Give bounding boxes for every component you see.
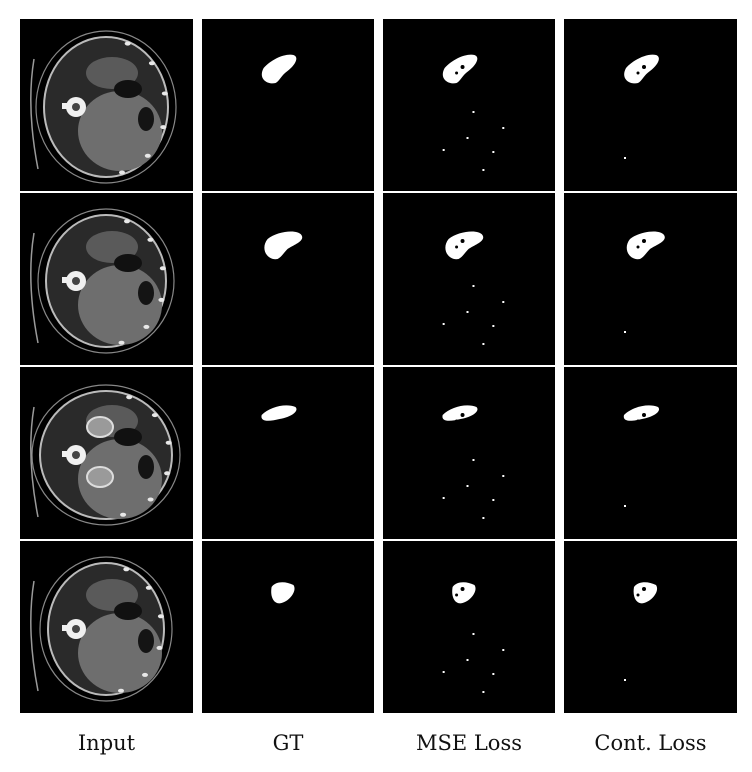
ct-scan-image <box>20 541 193 713</box>
segmentation-mask-image <box>564 19 737 191</box>
segmentation-mask-image <box>564 193 737 365</box>
segmentation-mask-image <box>383 541 555 713</box>
cell-r1-gt <box>202 19 374 191</box>
segmentation-mask-image <box>202 193 374 365</box>
cell-r3-cont <box>564 367 737 539</box>
cell-r2-input <box>20 193 193 365</box>
segmentation-mask-image <box>383 193 555 365</box>
cell-r1-mse <box>383 19 555 191</box>
cell-r3-mse <box>383 367 555 539</box>
segmentation-mask-image <box>383 367 555 539</box>
column-label-mse: MSE Loss <box>415 731 523 755</box>
cell-r4-input <box>20 541 193 713</box>
segmentation-mask-image <box>202 19 374 191</box>
segmentation-mask-image <box>564 367 737 539</box>
cell-r1-cont <box>564 19 737 191</box>
cell-r2-mse <box>383 193 555 365</box>
ct-scan-image <box>20 193 193 365</box>
cell-r3-input <box>20 367 193 539</box>
ct-scan-image <box>20 19 193 191</box>
segmentation-mask-image <box>383 19 555 191</box>
cell-r3-gt <box>202 367 374 539</box>
cell-r4-mse <box>383 541 555 713</box>
segmentation-mask-image <box>202 367 374 539</box>
segmentation-mask-image <box>564 541 737 713</box>
cell-r2-cont <box>564 193 737 365</box>
cell-r4-cont <box>564 541 737 713</box>
cell-r1-input <box>20 19 193 191</box>
column-label-input: Input <box>77 731 136 755</box>
cell-r4-gt <box>202 541 374 713</box>
column-label-cont: Cont. Loss <box>594 731 707 755</box>
cell-r2-gt <box>202 193 374 365</box>
column-label-gt: GT <box>272 731 304 755</box>
segmentation-mask-image <box>202 541 374 713</box>
ct-scan-image <box>20 367 193 539</box>
